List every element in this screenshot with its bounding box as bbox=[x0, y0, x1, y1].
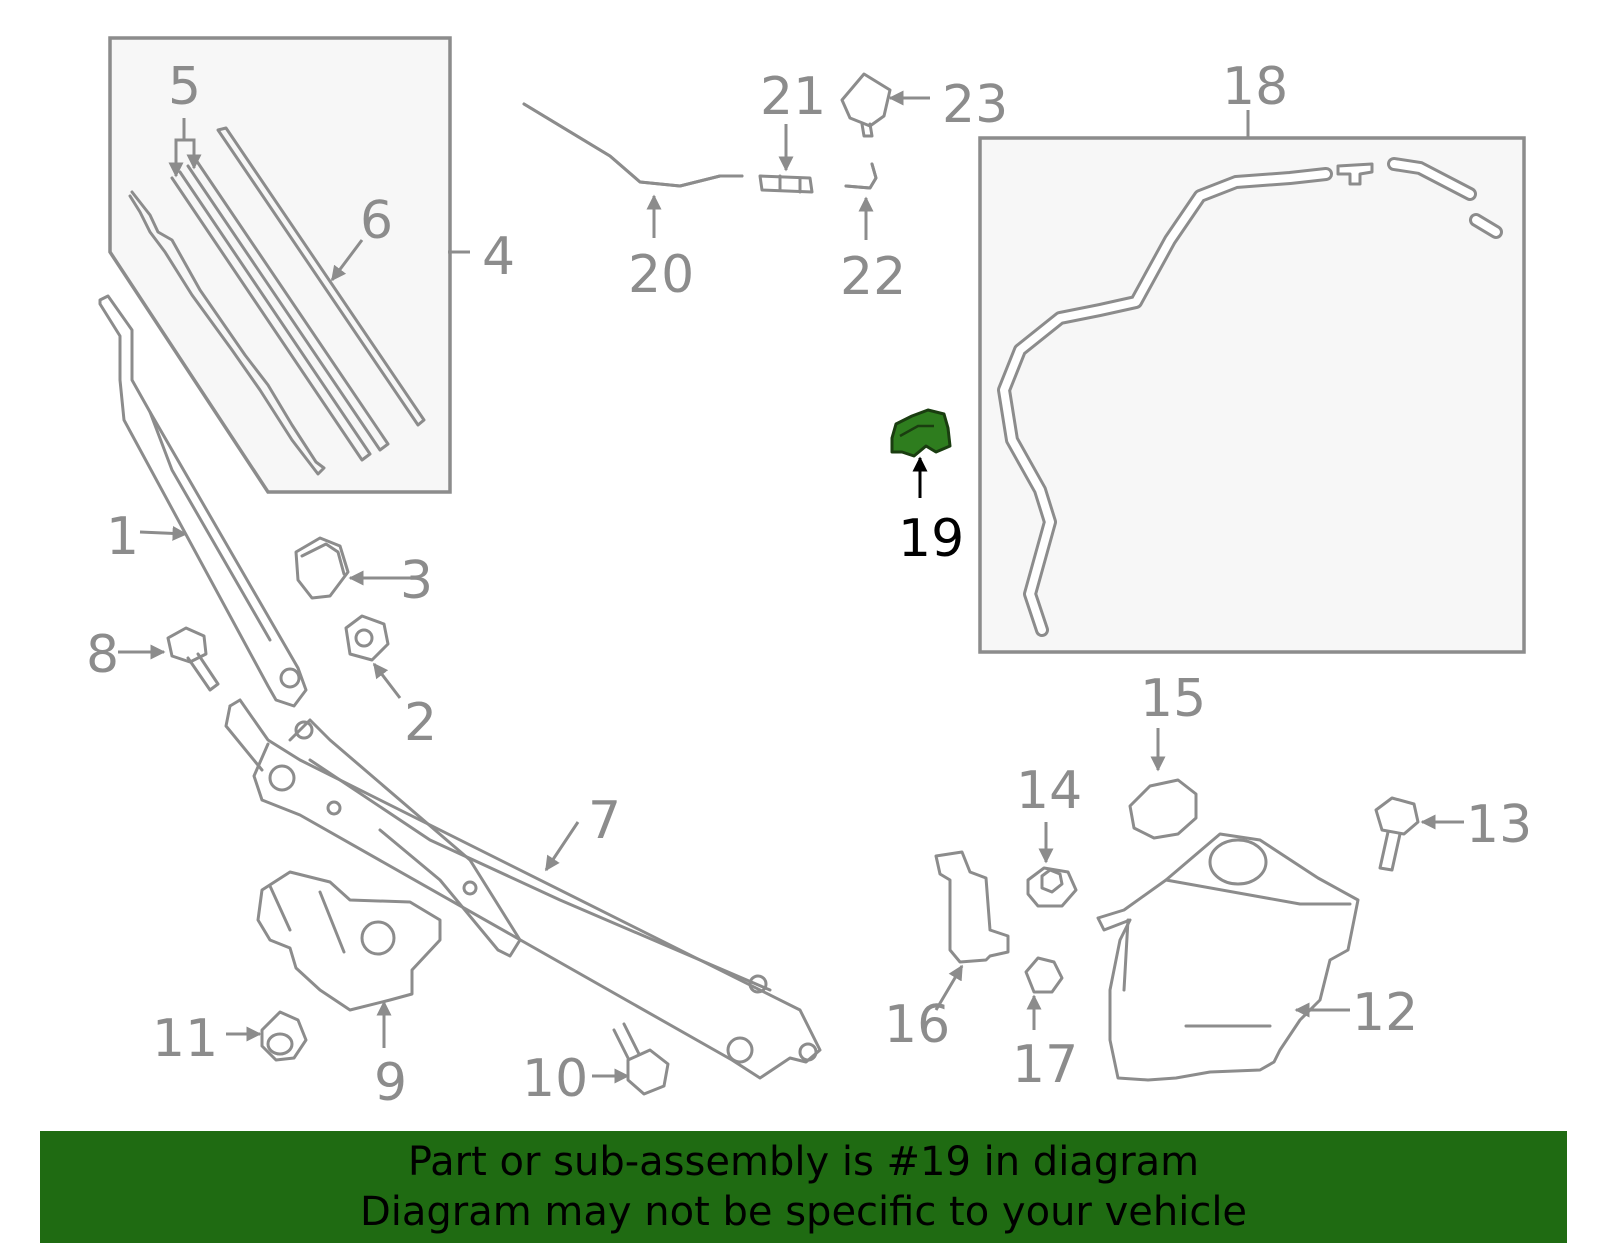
label-7: 7 bbox=[588, 791, 621, 851]
bolt bbox=[166, 626, 220, 692]
label-12: 12 bbox=[1352, 983, 1418, 1043]
label-2: 2 bbox=[404, 693, 437, 753]
grommet bbox=[260, 1010, 308, 1062]
label-13: 13 bbox=[1466, 795, 1532, 855]
banner-line-2: Diagram may not be specific to your vehi… bbox=[359, 1189, 1248, 1235]
nut bbox=[344, 614, 390, 662]
pump-grommet bbox=[1024, 956, 1064, 1030]
washer-reservoir bbox=[1096, 832, 1360, 1082]
washer-nozzle bbox=[840, 72, 930, 138]
washer-pump bbox=[934, 850, 1010, 1011]
label-10: 10 bbox=[522, 1049, 588, 1109]
info-banner: Part or sub-assembly is #19 in diagram D… bbox=[40, 1131, 1567, 1243]
label-1: 1 bbox=[106, 507, 139, 567]
label-19: 19 bbox=[898, 509, 964, 569]
label-21: 21 bbox=[760, 67, 826, 127]
bolt-13 bbox=[1374, 796, 1464, 872]
hose-assembly-box bbox=[978, 110, 1526, 654]
wiper-linkage bbox=[224, 698, 822, 1080]
label-22: 22 bbox=[840, 247, 906, 307]
label-15: 15 bbox=[1140, 669, 1206, 729]
label-23: 23 bbox=[942, 75, 1008, 135]
label-16: 16 bbox=[884, 995, 950, 1055]
label-8: 8 bbox=[86, 625, 119, 685]
label-4: 4 bbox=[482, 227, 515, 287]
washer-hose bbox=[522, 102, 744, 238]
blade-kit-box bbox=[108, 36, 470, 494]
label-11: 11 bbox=[152, 1009, 218, 1069]
label-20: 20 bbox=[628, 245, 694, 305]
hose-connector bbox=[758, 124, 814, 194]
nut-14 bbox=[1026, 822, 1078, 908]
reservoir-cap bbox=[1128, 728, 1198, 840]
label-14: 14 bbox=[1016, 761, 1082, 821]
label-18: 18 bbox=[1222, 57, 1288, 117]
wiper-arm bbox=[98, 294, 308, 708]
bolt-10 bbox=[612, 1022, 670, 1096]
label-17: 17 bbox=[1012, 1035, 1078, 1095]
label-5: 5 bbox=[168, 57, 201, 117]
banner-line-1: Part or sub-assembly is #19 in diagram bbox=[407, 1139, 1200, 1185]
label-3: 3 bbox=[400, 551, 433, 611]
label-6: 6 bbox=[360, 191, 393, 251]
label-9: 9 bbox=[374, 1053, 407, 1113]
highlighted-clip-19 bbox=[890, 408, 952, 498]
wiper-motor bbox=[256, 870, 442, 1048]
